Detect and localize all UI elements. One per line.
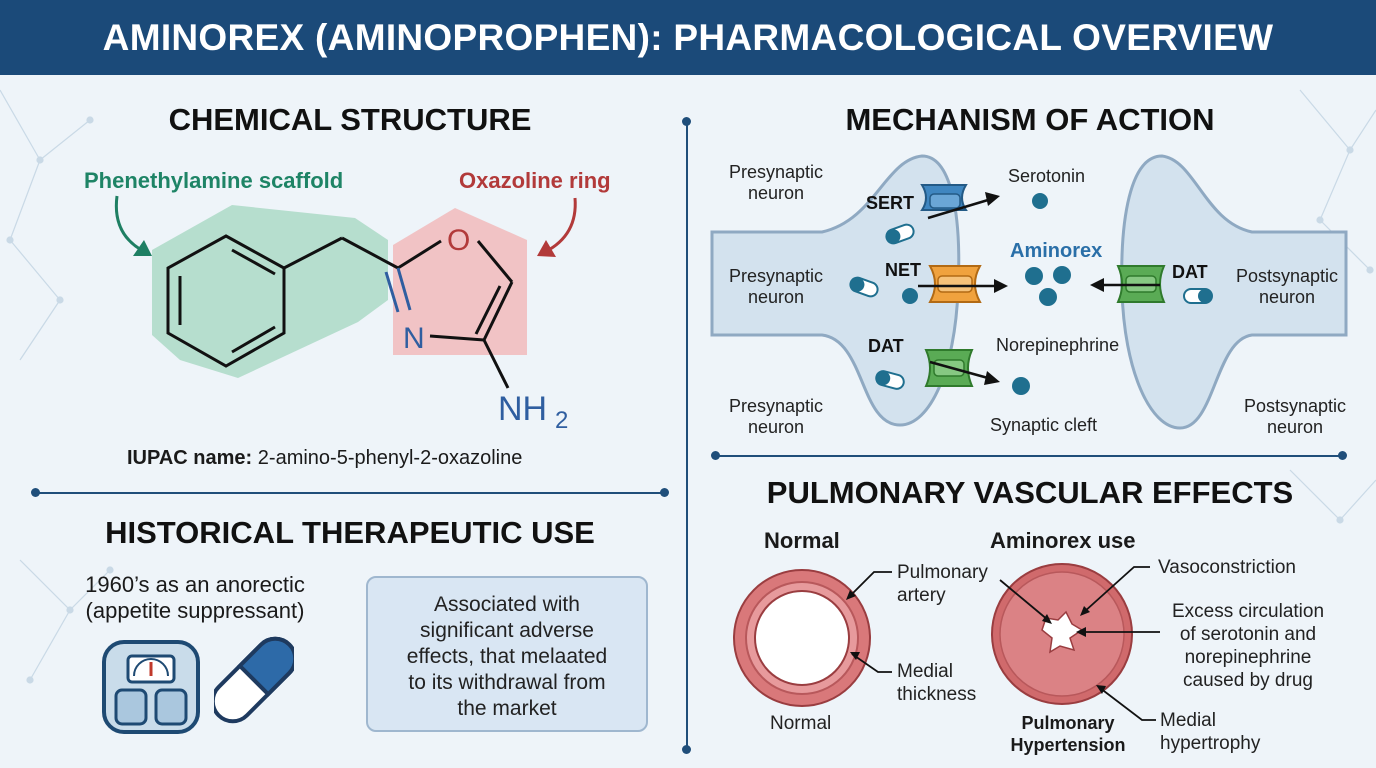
pulmonary-heading: PULMONARY VASCULAR EFFECTS — [766, 475, 1294, 510]
horizontal-divider-right — [716, 455, 1342, 457]
adverse-effects-line-1: Associated with — [434, 593, 580, 616]
historical-use-line-1: 1960’s as an anorectic — [85, 572, 305, 597]
capsule-icon — [214, 636, 294, 724]
atom-amine: NH — [498, 390, 547, 428]
divider-end-dot — [1338, 451, 1347, 460]
vasoconstriction-leader-2 — [999, 579, 1049, 621]
adverse-effects-line-3: effects, that melaated — [406, 645, 608, 668]
norepinephrine-molecule — [902, 288, 918, 304]
medial-hypertrophy-leader — [1099, 687, 1156, 721]
divider-end-dot — [31, 488, 40, 497]
historical-use-line-2: (appetite suppressant) — [85, 598, 305, 623]
chemical-structure-diagram: O N NH 2 — [114, 195, 577, 434]
aminorex-molecule — [1025, 267, 1043, 285]
horizontal-divider-left — [36, 492, 664, 494]
phenethylamine-arrow-head — [133, 240, 152, 256]
synapse-diagram — [710, 154, 1348, 430]
divider-end-dot — [682, 745, 691, 754]
vasoconstriction-leader — [1083, 566, 1150, 613]
scale-icon — [102, 640, 200, 734]
phenethylamine-label: Phenethylamine scaffold — [84, 168, 344, 193]
aminorex-molecule — [1039, 288, 1057, 306]
atom-oxygen: O — [447, 224, 470, 257]
title-banner: AMINOREX (AMINOPROPHEN): PHARMACOLOGICAL… — [0, 0, 1376, 75]
dat-right-label: DAT — [1172, 262, 1208, 282]
net-transporter — [928, 265, 982, 303]
mechanism-heading: MECHANISM OF ACTION — [845, 102, 1215, 137]
ph-artery-lumen — [1041, 610, 1084, 654]
atom-amine-subscript: 2 — [555, 407, 568, 434]
sert-label: SERT — [866, 193, 915, 213]
vesicle — [875, 370, 905, 390]
atom-nitrogen: N — [403, 322, 425, 355]
normal-caption: Normal — [770, 713, 832, 734]
historical-use-text: 1960’s as an anorectic (appetite suppres… — [60, 572, 330, 624]
phenethylamine-highlight — [152, 205, 388, 378]
vesicle — [885, 223, 915, 245]
divider-end-dot — [711, 451, 720, 460]
serotonin-molecule — [1032, 193, 1048, 209]
aminorex-label: Aminorex — [1010, 240, 1103, 262]
net-arrow-head — [994, 279, 1008, 293]
pulmonary-artery-leader — [847, 571, 892, 599]
iupac-label: IUPAC name: — [127, 447, 253, 469]
vasoconstriction-label: Vasoconstriction — [1158, 557, 1296, 578]
vesicle — [1183, 288, 1213, 304]
chemical-structure-heading: CHEMICAL STRUCTURE — [168, 102, 532, 137]
historical-use-heading: HISTORICAL THERAPEUTIC USE — [105, 515, 595, 550]
divider-end-dot — [682, 117, 691, 126]
divider-end-dot — [660, 488, 669, 497]
medial-thickness-leader — [851, 653, 892, 673]
oxazoline-ring-bonds — [397, 239, 514, 389]
page-title: AMINOREX (AMINOPROPHEN): PHARMACOLOGICAL… — [102, 17, 1274, 58]
vertical-divider — [686, 122, 688, 750]
iupac-line: IUPAC name: 2-amino-5-phenyl-2-oxazoline — [127, 447, 522, 470]
vesicle — [849, 276, 879, 298]
adverse-effects-line-5: the market — [457, 697, 557, 720]
oxazoline-label: Oxazoline ring — [459, 168, 611, 193]
aminorex-molecule — [1053, 266, 1071, 284]
dat-left-label: DAT — [868, 336, 904, 356]
dat-left-arrow-head — [984, 371, 1000, 385]
iupac-value: 2-amino-5-phenyl-2-oxazoline — [257, 447, 523, 469]
alkyl-chain — [283, 236, 399, 270]
normal-title: Normal — [764, 528, 840, 553]
synaptic-cleft-label: Synaptic cleft — [990, 415, 1098, 435]
net-label: NET — [885, 260, 921, 280]
oxazoline-arrow-head — [537, 240, 556, 257]
norepinephrine-label: Norepinephrine — [996, 335, 1120, 355]
dat-right-arrow-head — [1090, 278, 1104, 292]
dat-left-arrow — [929, 360, 989, 380]
sert-transporter — [920, 184, 968, 211]
sert-arrow-head — [985, 192, 1000, 206]
dopamine-molecule — [1012, 377, 1030, 395]
serotonin-label: Serotonin — [1008, 166, 1086, 186]
sert-arrow — [927, 198, 989, 220]
adverse-effects-line-2: significant adverse — [420, 619, 594, 642]
normal-artery-lumen — [754, 590, 850, 686]
adverse-effects-line-4: to its withdrawal from — [408, 671, 606, 694]
aminorex-use-title: Aminorex use — [990, 528, 1136, 553]
adverse-effects-box: Associated with significant adverse effe… — [366, 576, 648, 732]
